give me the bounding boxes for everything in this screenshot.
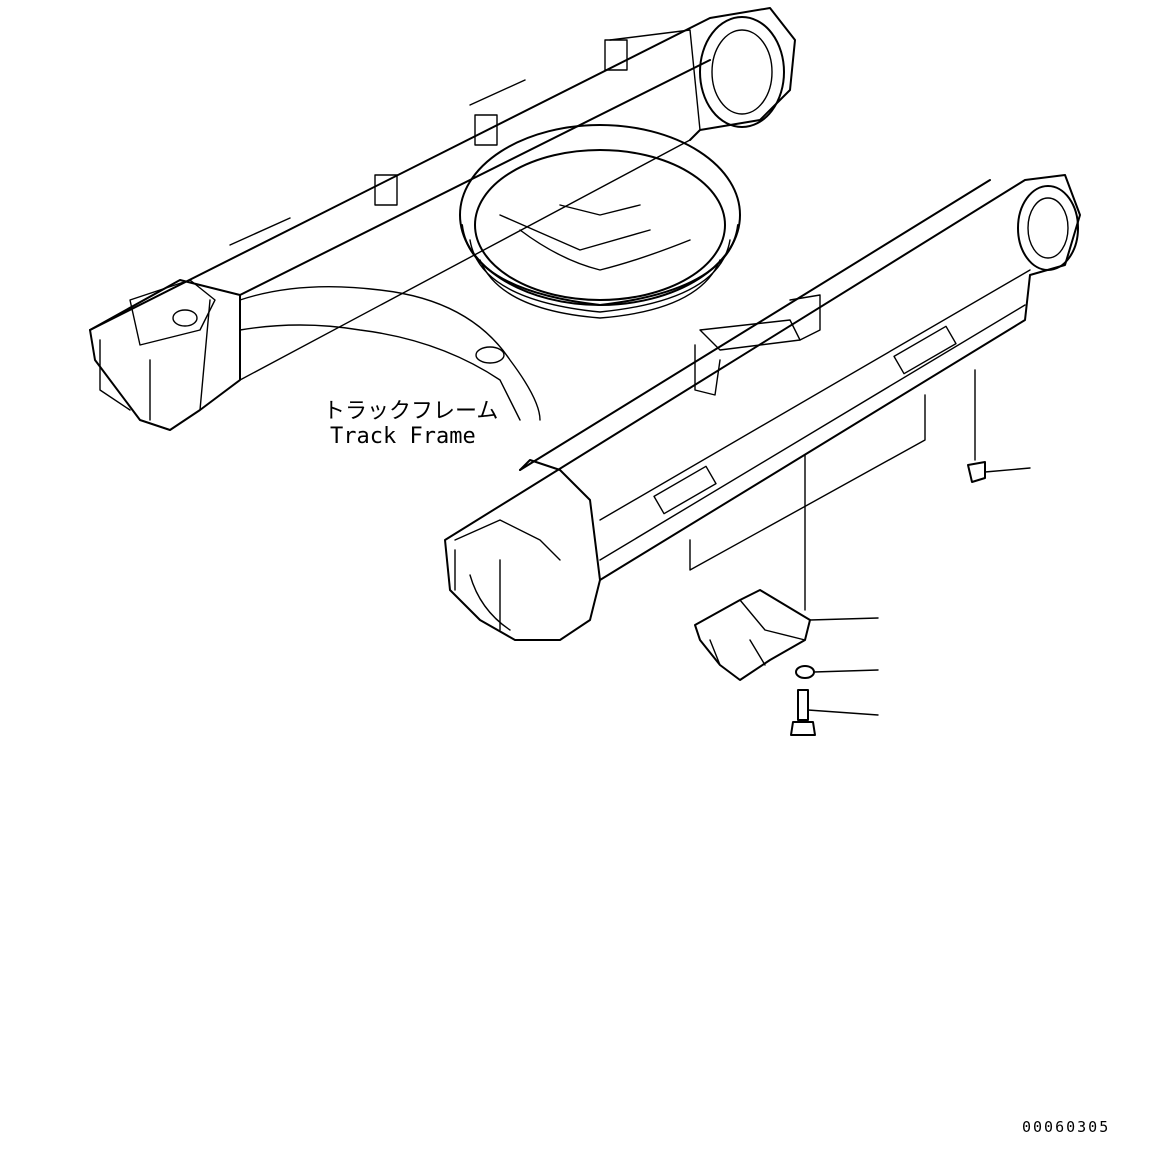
drawing-number: 00060305: [1022, 1118, 1110, 1136]
lower-sprocket-end: [1017, 185, 1079, 271]
track-guide-assembly: [689, 369, 1031, 736]
swing-circle: [459, 124, 741, 319]
labels: トラックフレーム Track Frame 00060305: [323, 399, 1110, 1136]
upper-end-bracket: [129, 39, 628, 364]
upper-sprocket-end: [699, 16, 785, 128]
upper-side-frame: [89, 7, 796, 431]
track-frame-label-jp: トラックフレーム: [323, 399, 498, 424]
track-frame-label-en: Track Frame: [330, 424, 476, 449]
lower-side-frame: [444, 174, 1081, 641]
